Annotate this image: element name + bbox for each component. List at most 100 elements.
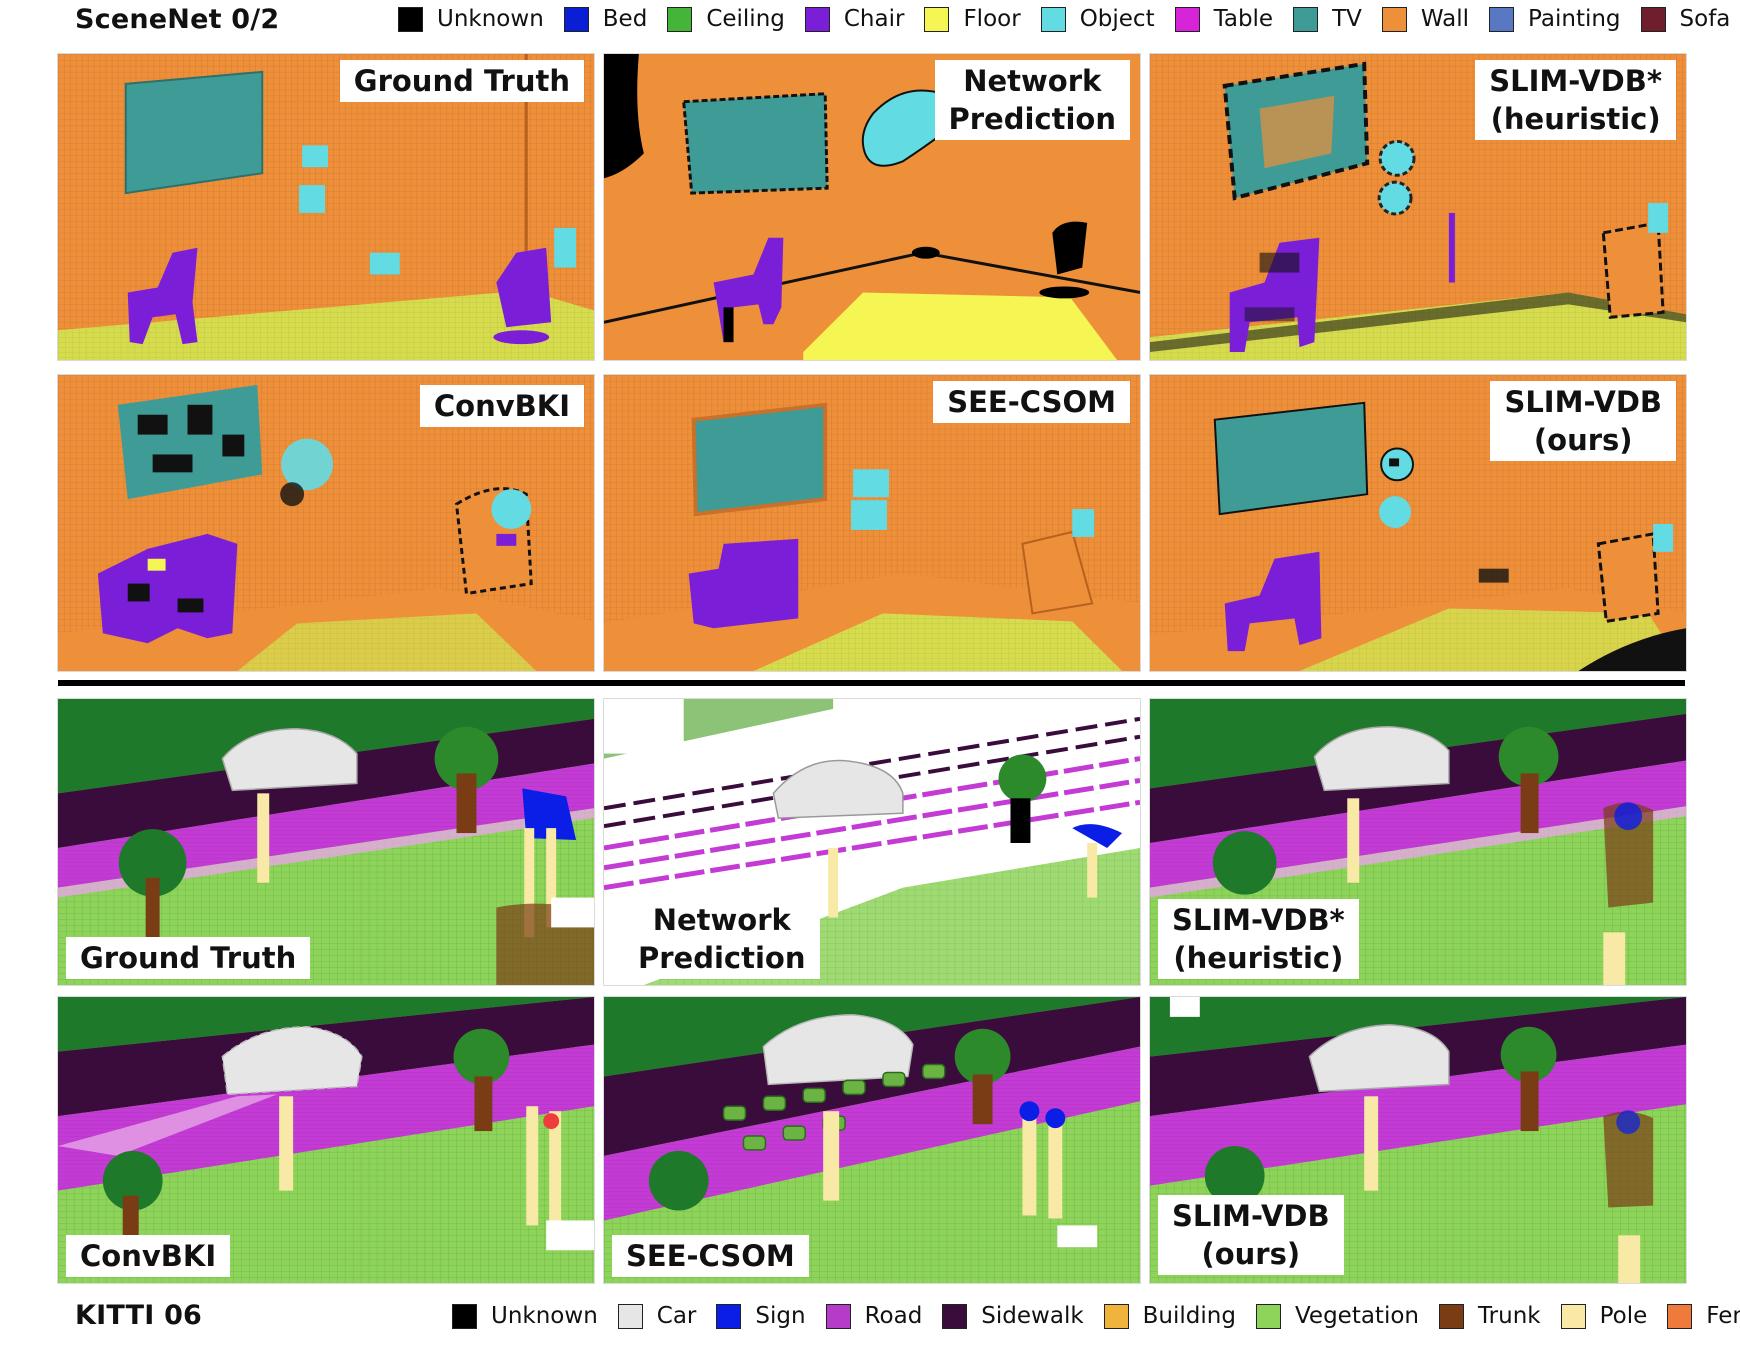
scenenet-panel-see-csom: SEE-CSOM [603, 374, 1141, 672]
scenenet-panel-ground-truth: Ground Truth [57, 53, 595, 361]
legend-swatch [1255, 1303, 1281, 1329]
legend-item: Sofa [1640, 6, 1731, 32]
kitti-slim-vdb-ours-scene [1150, 997, 1686, 1283]
kitti-panel-network-prediction: Network Prediction [603, 698, 1141, 986]
legend-swatch [942, 1303, 968, 1329]
legend-swatch [1381, 6, 1407, 32]
kitti-panel-slim-vdb-heuristic: SLIM-VDB* (heuristic) [1149, 698, 1687, 986]
legend-swatch [1174, 6, 1200, 32]
legend-label: Object [1079, 6, 1155, 32]
scenenet-label-network-prediction: Network Prediction [934, 60, 1130, 140]
legend-label: Wall [1420, 6, 1470, 32]
kitti-label-ground-truth: Ground Truth [66, 937, 311, 979]
legend-swatch [1667, 1303, 1693, 1329]
scenenet-panel-convbki: ConvBKI [57, 374, 595, 672]
legend-item: Fence [1667, 1303, 1740, 1329]
legend-swatch [1489, 6, 1515, 32]
legend-item: Vegetation [1255, 1303, 1419, 1329]
kitti-slim-vdb-heuristic-scene [1150, 699, 1686, 985]
legend-item: Pole [1560, 1303, 1648, 1329]
scenenet-panel-slim-vdb-heuristic: SLIM-VDB* (heuristic) [1149, 53, 1687, 361]
scenenet-label-convbki: ConvBKI [419, 385, 584, 427]
legend-swatch [804, 6, 830, 32]
legend-swatch [1439, 1303, 1464, 1329]
legend-swatch [398, 6, 423, 32]
legend-item: Building [1103, 1303, 1236, 1329]
legend-label: Car [656, 1303, 697, 1329]
legend-item: Ceiling [667, 6, 785, 32]
kitti-panel-convbki: ConvBKI [57, 996, 595, 1284]
legend-item: TV [1293, 6, 1362, 32]
legend-item: Sign [716, 1303, 806, 1329]
scenenet-see-csom-scene [604, 375, 1140, 671]
scenenet-legend: Unknown Bed Ceiling Chair Floor Object Table TV… [398, 6, 1730, 32]
kitti-label-slim-vdb-ours: SLIM-VDB (ours) [1158, 1195, 1344, 1275]
scenenet-panel-slim-vdb-ours: SLIM-VDB (ours) [1149, 374, 1687, 672]
legend-label: Building [1142, 1303, 1236, 1329]
legend-swatch [667, 6, 693, 32]
legend-label: Painting [1528, 6, 1621, 32]
kitti-panel-ground-truth: Ground Truth [57, 698, 595, 986]
legend-swatch [563, 6, 589, 32]
scenenet-title: SceneNet 0/2 [75, 4, 280, 35]
kitti-convbki-scene [58, 997, 594, 1283]
legend-item: Sidewalk [942, 1303, 1084, 1329]
legend-item: Road [825, 1303, 923, 1329]
legend-label: Road [864, 1303, 923, 1329]
scenenet-label-ground-truth: Ground Truth [339, 60, 584, 102]
legend-item: Chair [804, 6, 905, 32]
kitti-label-convbki: ConvBKI [66, 1235, 231, 1277]
legend-label: Sidewalk [981, 1303, 1084, 1329]
scenenet-panel-network-prediction: Network Prediction [603, 53, 1141, 361]
legend-item: Bed [563, 6, 648, 32]
legend-label: TV [1332, 6, 1362, 32]
section-divider [58, 680, 1685, 686]
legend-label: Unknown [491, 1303, 598, 1329]
legend-item: Table [1174, 6, 1274, 32]
legend-label: Floor [963, 6, 1021, 32]
kitti-panel-slim-vdb-ours: SLIM-VDB (ours) [1149, 996, 1687, 1284]
kitti-panel-see-csom: SEE-CSOM [603, 996, 1141, 1284]
legend-item: Unknown [398, 6, 544, 32]
scenenet-ground-truth-scene [58, 54, 594, 360]
legend-label: Pole [1599, 1303, 1648, 1329]
legend-swatch [617, 1303, 643, 1329]
legend-label: Table [1213, 6, 1274, 32]
legend-label: Unknown [437, 6, 544, 32]
legend-item: Object [1040, 6, 1155, 32]
legend-swatch [1293, 6, 1319, 32]
legend-label: Vegetation [1294, 1303, 1419, 1329]
legend-label: Sign [755, 1303, 806, 1329]
kitti-label-slim-vdb-heuristic: SLIM-VDB* (heuristic) [1158, 899, 1359, 979]
legend-swatch [825, 1303, 851, 1329]
legend-label: Chair [843, 6, 905, 32]
legend-swatch [452, 1303, 477, 1329]
kitti-legend: Unknown Car Sign Road Sidewalk Building Vegeta… [452, 1303, 1740, 1329]
legend-item: Wall [1381, 6, 1470, 32]
legend-item: Car [617, 1303, 697, 1329]
legend-swatch [716, 1303, 742, 1329]
legend-swatch [924, 6, 950, 32]
legend-swatch [1103, 1303, 1129, 1329]
scenenet-label-slim-vdb-ours: SLIM-VDB (ours) [1490, 381, 1676, 461]
scenenet-label-see-csom: SEE-CSOM [933, 381, 1130, 423]
kitti-network-prediction-scene [604, 699, 1140, 985]
legend-item: Unknown [452, 1303, 598, 1329]
legend-label: Fence [1706, 1303, 1740, 1329]
legend-swatch [1560, 1303, 1586, 1329]
legend-label: Trunk [1478, 1303, 1541, 1329]
kitti-title: KITTI 06 [75, 1300, 203, 1331]
scenenet-slim-vdb-heuristic-scene [1150, 54, 1686, 360]
legend-label: Sofa [1679, 6, 1731, 32]
scenenet-label-slim-vdb-heuristic: SLIM-VDB* (heuristic) [1475, 60, 1676, 140]
legend-item: Floor [924, 6, 1021, 32]
legend-swatch [1640, 6, 1666, 32]
legend-label: Ceiling [706, 6, 785, 32]
legend-label: Bed [602, 6, 648, 32]
kitti-label-network-prediction: Network Prediction [624, 899, 820, 979]
kitti-see-csom-scene [604, 997, 1140, 1283]
kitti-label-see-csom: SEE-CSOM [612, 1235, 809, 1277]
legend-swatch [1040, 6, 1066, 32]
legend-item: Trunk [1439, 1303, 1541, 1329]
legend-item: Painting [1489, 6, 1621, 32]
